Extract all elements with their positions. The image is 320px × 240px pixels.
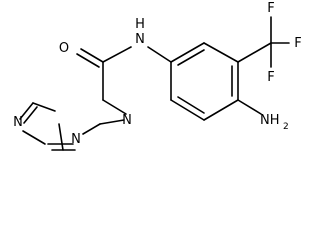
atom-n-amide: N [135, 32, 145, 47]
bond-triazole-d [22, 130, 46, 145]
atom-f-right: F [294, 36, 301, 51]
atom-n-triazole-4: N [13, 115, 23, 130]
bond-ring-a [170, 42, 205, 63]
molecule-structure-figure: O N H F F F N N N NH 2 [13, 1, 302, 151]
bond-ring-e [170, 99, 205, 121]
bond-aryl-cf3 [237, 42, 272, 63]
bond-aryl-nh2 [237, 99, 262, 115]
atom-nh2-main: NH [260, 113, 280, 128]
atom-label-layer: O N H F F F N N N NH 2 [13, 1, 302, 147]
atom-n-triazole-1: N [122, 113, 132, 128]
atom-n-triazole-2: N [71, 132, 81, 147]
bond-ring-d [203, 99, 239, 121]
bond-triazole-b [82, 123, 101, 135]
atom-o-carbonyl: O [59, 41, 69, 56]
atom-f-top: F [267, 1, 274, 16]
bond-n-aryl [147, 46, 172, 63]
bond-triazole-g [58, 123, 64, 151]
bond-carbonyl-1 [80, 48, 104, 63]
bond-triazole-a [99, 119, 125, 125]
atom-h-amide: H [135, 17, 145, 32]
bond-triazole-e2 [23, 106, 38, 124]
bond-ring-inner-1 [177, 49, 205, 66]
bond-triazole-f [32, 102, 56, 112]
bond-triazole-e [19, 102, 34, 120]
bond-ch2-triazole [102, 99, 127, 115]
bond-layer [19, 16, 290, 151]
bond-ring-inner-3 [177, 96, 205, 114]
bond-carbonyl-n [102, 46, 132, 63]
structure-canvas: O N H F F F N N N NH 2 [13, 1, 302, 151]
bond-ring-b [203, 42, 239, 63]
atom-nh2-group: NH 2 [260, 113, 289, 132]
bond-carbonyl-2 [76, 53, 100, 68]
atom-nh2-subscript: 2 [283, 122, 289, 132]
atom-f-bottom: F [267, 70, 274, 85]
